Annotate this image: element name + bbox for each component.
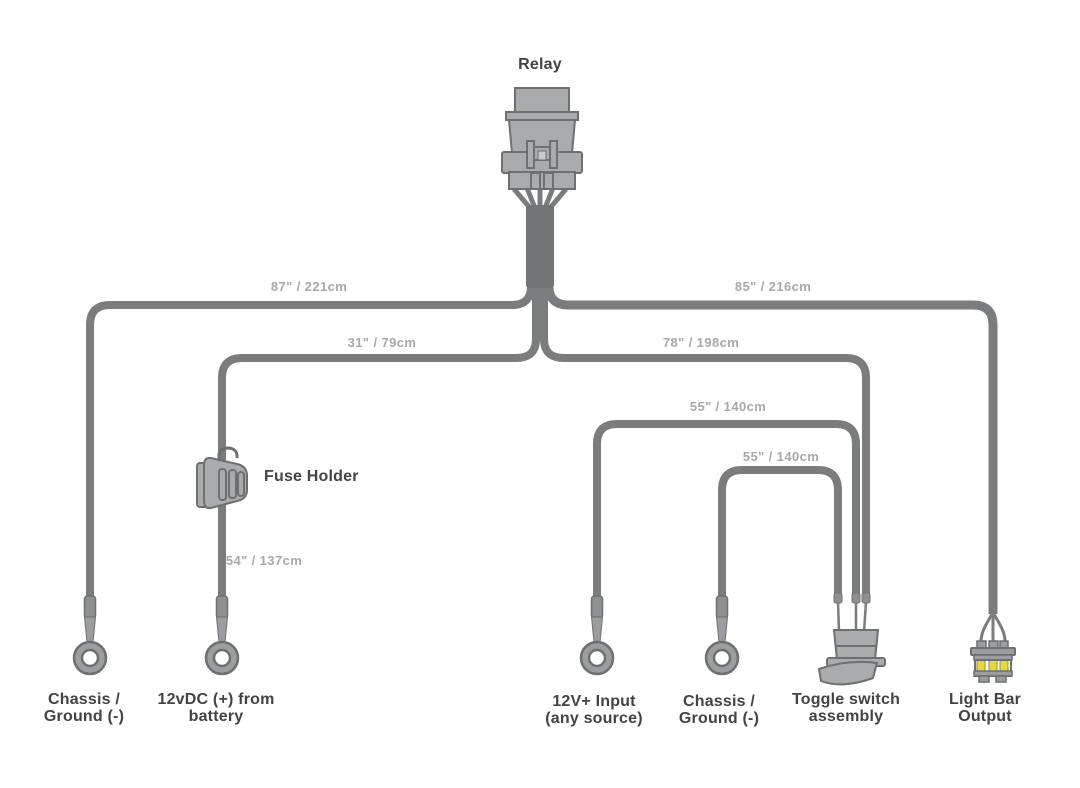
wire-length-label-87: 87" / 221cm (270, 279, 348, 294)
wire-relay-to-switch (540, 287, 870, 596)
relay-graphic (501, 87, 583, 288)
toggle-switch-label: Toggle switch assembly (792, 691, 900, 725)
wire-relay-to-ground-left (86, 286, 535, 598)
terminal-label-line2: Ground (-) (678, 710, 760, 727)
terminal-label-line2: Ground (-) (43, 708, 125, 725)
wire-relay-to-light-bar (544, 286, 998, 614)
terminal-label-input-12v: 12V+ Input (any source) (545, 693, 643, 727)
ring-terminal-input-12v (579, 595, 615, 676)
terminal-label-chassis-ground-left: Chassis / Ground (-) (44, 691, 124, 725)
wire-length-label-78: 78" / 198cm (662, 335, 740, 350)
light-bar-output-label-line1: Light Bar (948, 691, 1022, 708)
toggle-switch-graphic (817, 592, 886, 686)
wire-length-label-85: 85" / 216cm (734, 279, 812, 294)
terminal-label-chassis-ground-right: Chassis / Ground (-) (679, 693, 759, 727)
toggle-switch-label-line2: assembly (808, 708, 884, 725)
terminal-label-line1: 12V+ Input (552, 693, 636, 710)
terminal-label-line1: Chassis / (47, 691, 121, 708)
wire-length-label-31: 31" / 79cm (347, 335, 417, 350)
ring-terminal-chassis-ground-right (704, 595, 740, 676)
light-bar-output-label-line2: Output (958, 708, 1012, 725)
ring-terminal-battery (204, 595, 240, 676)
ring-terminal-chassis-ground-left (72, 595, 108, 676)
wire-ground-to-switch (718, 466, 842, 598)
light-bar-connector-graphic (970, 611, 1016, 683)
light-bar-output-label: Light Bar Output (949, 691, 1021, 725)
terminal-label-line2: (any source) (545, 710, 643, 727)
terminal-label-battery: 12vDC (+) from battery (157, 691, 274, 725)
fuse-holder-graphic (196, 446, 248, 510)
relay-label: Relay (518, 56, 562, 73)
wire-length-label-55-ground: 55" / 140cm (742, 449, 820, 464)
wire-input-to-switch (593, 420, 860, 598)
toggle-switch-label-line1: Toggle switch (791, 691, 901, 708)
wire-relay-to-battery (218, 287, 540, 598)
terminal-label-line2: battery (188, 708, 244, 725)
wire-length-label-55-input: 55" / 140cm (689, 399, 767, 414)
terminal-label-line1: Chassis / (682, 693, 756, 710)
fuse-holder-label: Fuse Holder (264, 468, 359, 485)
terminal-label-line1: 12vDC (+) from (157, 691, 275, 708)
wire-bundle (526, 205, 554, 288)
wire-length-label-54: 54" / 137cm (225, 553, 303, 568)
